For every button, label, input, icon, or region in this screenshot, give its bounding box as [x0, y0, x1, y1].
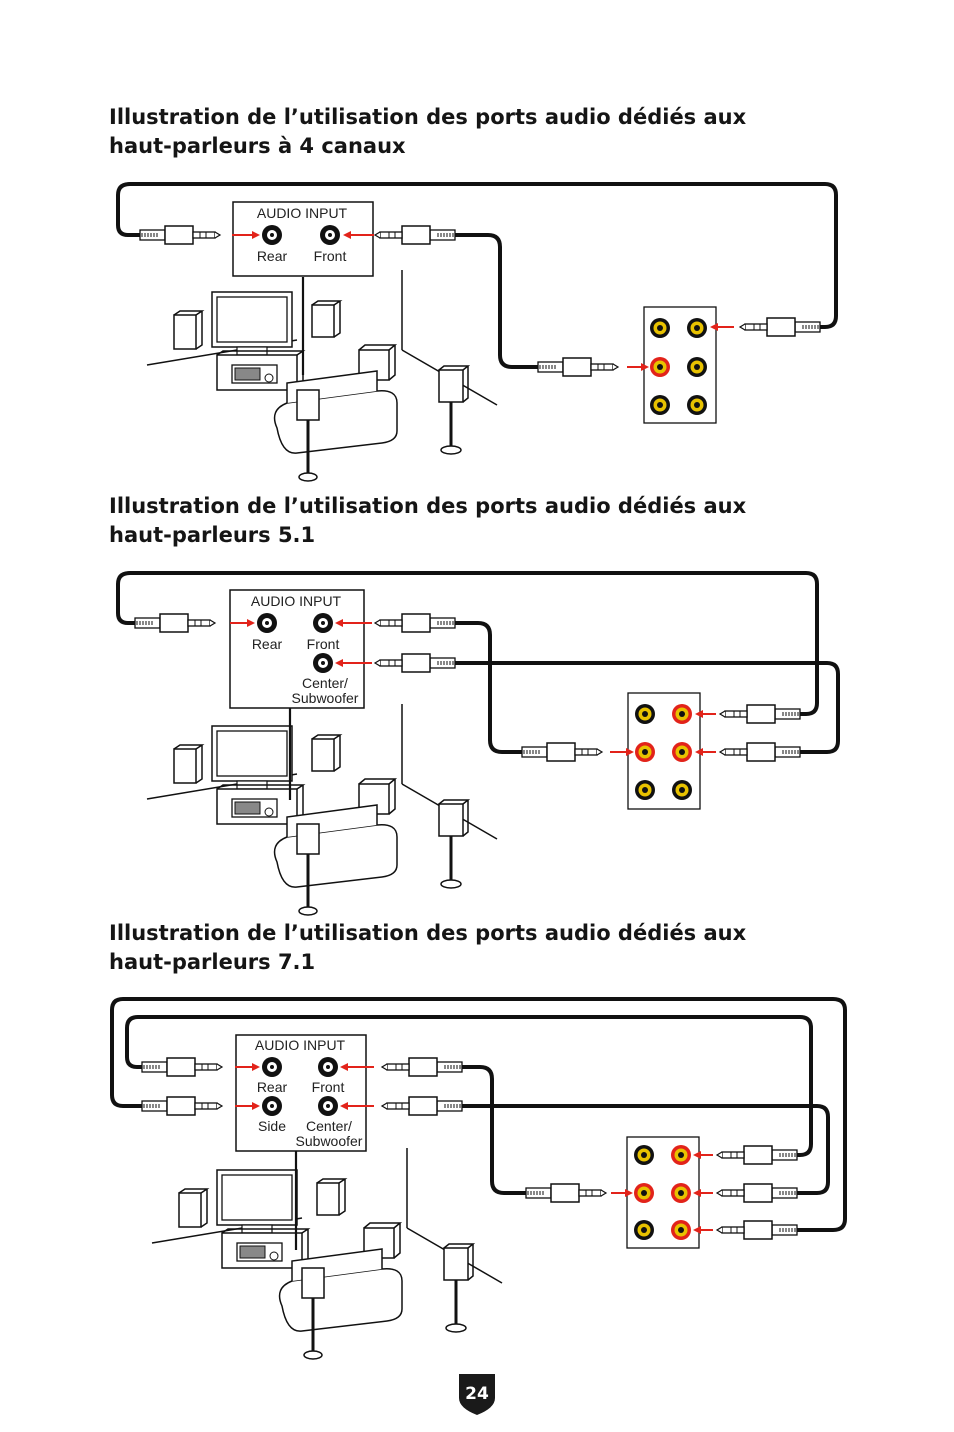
diagram-5-1: AUDIO INPUT Rear Front Center/ Subwoofer [116, 571, 840, 917]
audio-input-box [232, 201, 374, 277]
page-number-badge: 24 [455, 1372, 499, 1416]
side-port-label: Side [258, 1118, 286, 1134]
front-port-label: Front [312, 1079, 345, 1095]
audio-input-label: AUDIO INPUT [257, 205, 348, 221]
subwoofer-port-label: Subwoofer [296, 1133, 363, 1149]
front-port-label: Front [314, 248, 347, 264]
audio-input-label: AUDIO INPUT [251, 593, 342, 609]
audio-input-label: AUDIO INPUT [255, 1037, 346, 1053]
rear-port-label: Rear [257, 1079, 288, 1095]
page-number: 24 [465, 1384, 489, 1404]
center-port-label: Center/ [302, 675, 348, 691]
front-port-label: Front [307, 636, 340, 652]
subwoofer-port-label: Subwoofer [292, 690, 359, 706]
audio-input-box [229, 589, 365, 709]
section-title-5-1: Illustration de l’utilisation des ports … [109, 494, 747, 547]
rear-port-label: Rear [257, 248, 288, 264]
diagram-7-1: AUDIO INPUT Rear Front Side Center/ Subw… [110, 997, 847, 1361]
diagram-4-channel: AUDIO INPUT Rear Front [116, 182, 838, 483]
section-title-4-channel: Illustration de l’utilisation des ports … [109, 105, 747, 158]
section-title-7-1: Illustration de l’utilisation des ports … [109, 921, 747, 974]
audio-input-box [235, 1034, 367, 1152]
shield-icon [459, 1374, 495, 1415]
rear-port-label: Rear [252, 636, 283, 652]
center-port-label: Center/ [306, 1118, 352, 1134]
